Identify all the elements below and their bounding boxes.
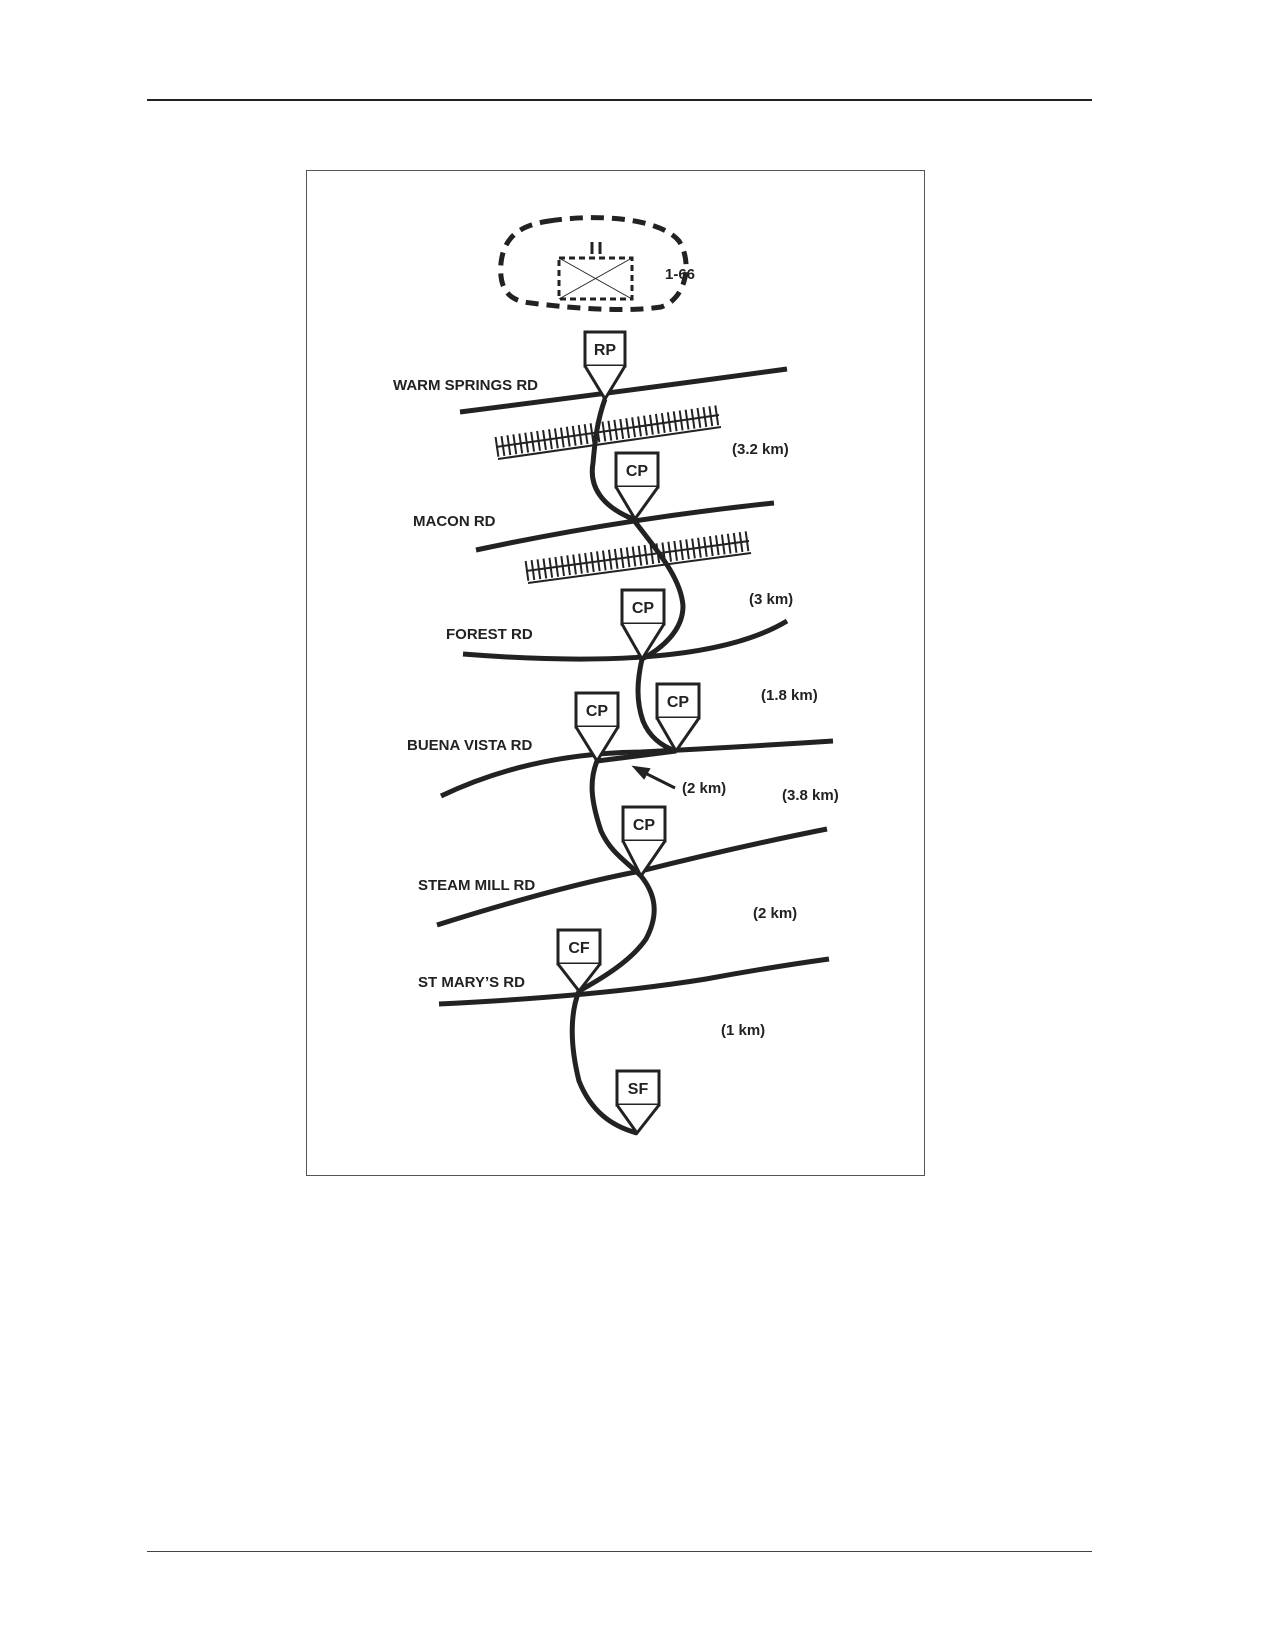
road-label-st-marys: ST MARY’S RD bbox=[418, 974, 525, 991]
checkpoint-3: CP bbox=[655, 682, 701, 754]
road-label-buena-vista: BUENA VISTA RD bbox=[407, 737, 532, 754]
road-macon bbox=[475, 500, 775, 553]
cf-label: CF bbox=[568, 940, 590, 957]
distance-label: (2 km) bbox=[753, 905, 797, 922]
cp5-label: CP bbox=[633, 817, 656, 834]
railroad-north bbox=[494, 405, 722, 460]
rp-label: RP bbox=[594, 342, 617, 359]
cp3-label: CP bbox=[667, 694, 690, 711]
sf-label: SF bbox=[628, 1081, 649, 1098]
route-diagram-frame: 1-66 RP CP CP CP CP bbox=[306, 170, 925, 1176]
cp1-label: CP bbox=[626, 463, 649, 480]
battalion-unit-symbol bbox=[557, 242, 634, 301]
road-forest bbox=[462, 618, 789, 662]
distance-label: (2 km) bbox=[682, 780, 726, 797]
header-rule bbox=[147, 99, 1092, 101]
checkpoint-5: CP bbox=[621, 805, 667, 879]
cf-point: CF bbox=[556, 928, 602, 994]
road-warm-springs bbox=[459, 366, 788, 415]
road-st-marys bbox=[438, 956, 830, 1007]
distance-label: (3 km) bbox=[749, 591, 793, 608]
distance-label: (1.8 km) bbox=[761, 687, 818, 704]
sf-point: SF bbox=[615, 1069, 661, 1136]
road-buena-vista bbox=[439, 738, 834, 799]
cp4-label: CP bbox=[586, 703, 609, 720]
release-point-rp: RP bbox=[583, 330, 627, 402]
distance-pointer-arrow bbox=[631, 765, 676, 790]
distance-label: (3.8 km) bbox=[782, 787, 839, 804]
road-label-forest: FOREST RD bbox=[446, 626, 533, 643]
footer-rule bbox=[147, 1551, 1092, 1552]
distance-label: (1 km) bbox=[721, 1022, 765, 1039]
road-label-warm-springs: WARM SPRINGS RD bbox=[393, 377, 538, 394]
assembly-area-boundary bbox=[498, 215, 689, 313]
checkpoint-1: CP bbox=[614, 451, 660, 522]
unit-designation: 1-66 bbox=[665, 266, 695, 283]
railroad-south bbox=[524, 531, 752, 584]
road-label-steam-mill: STEAM MILL RD bbox=[418, 877, 535, 894]
road-label-macon: MACON RD bbox=[413, 513, 496, 530]
cp2-label: CP bbox=[632, 600, 655, 617]
checkpoint-4: CP bbox=[574, 691, 620, 764]
distance-label: (3.2 km) bbox=[732, 441, 789, 458]
checkpoint-2: CP bbox=[620, 588, 666, 662]
